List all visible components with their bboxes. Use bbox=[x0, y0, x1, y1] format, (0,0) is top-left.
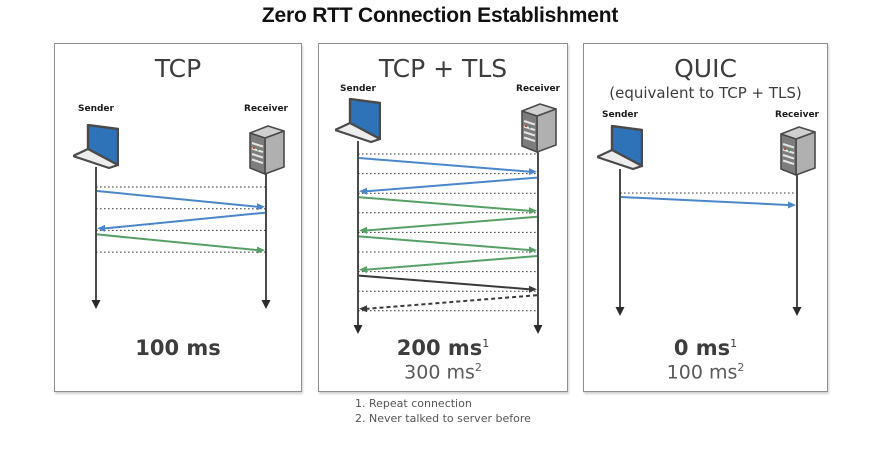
footnote-1: 1. Repeat connection bbox=[355, 397, 472, 410]
receiver-label: Receiver bbox=[516, 84, 560, 94]
message-arrowhead bbox=[257, 246, 265, 254]
message-arrowhead bbox=[788, 201, 796, 209]
footnotes: 1. Repeat connection 2. Never talked to … bbox=[355, 396, 531, 426]
message-arrow bbox=[96, 190, 258, 208]
message-arrowhead bbox=[529, 285, 537, 293]
message-arrow bbox=[358, 274, 530, 291]
sender-label: Sender bbox=[78, 104, 114, 114]
message-arrow bbox=[358, 196, 530, 212]
message-arrow bbox=[620, 196, 789, 206]
panel-tcp-tls: TCP + TLS Sender Receiver 200 m bbox=[318, 43, 568, 392]
panel-title: TCP + TLS bbox=[378, 54, 508, 83]
time-primary: 0 ms1 bbox=[673, 336, 738, 360]
message-arrowhead bbox=[359, 305, 367, 313]
laptop-icon bbox=[595, 124, 644, 171]
message-arrow bbox=[366, 255, 538, 271]
lifeline-arrowhead bbox=[353, 325, 363, 334]
lifeline-arrowhead bbox=[615, 307, 625, 316]
message-arrow bbox=[366, 294, 538, 310]
panel-title: QUIC bbox=[674, 54, 737, 83]
receiver-label: Receiver bbox=[244, 104, 288, 114]
time-primary: 200 ms1 bbox=[396, 336, 490, 360]
message-arrowhead bbox=[529, 246, 537, 254]
sender-label: Sender bbox=[602, 110, 638, 120]
message-arrow bbox=[104, 211, 266, 230]
message-arrowhead bbox=[359, 266, 367, 274]
laptop-icon bbox=[71, 123, 120, 170]
message-arrowhead bbox=[359, 187, 367, 195]
message-arrowhead bbox=[257, 203, 265, 211]
server-icon bbox=[248, 123, 286, 175]
time-secondary: 300 ms2 bbox=[404, 361, 482, 384]
message-arrowhead bbox=[359, 226, 367, 234]
time-secondary: 100 ms2 bbox=[666, 361, 745, 384]
receiver-label: Receiver bbox=[775, 110, 819, 120]
panel-tcp: TCP Sender Receiver 100 ms bbox=[54, 43, 302, 392]
message-arrowhead bbox=[97, 224, 105, 232]
message-arrowhead bbox=[529, 168, 537, 176]
figure-title: Zero RTT Connection Establishment bbox=[261, 4, 619, 27]
laptop-icon bbox=[333, 97, 382, 144]
panel-title: TCP bbox=[154, 54, 202, 83]
message-arrow bbox=[96, 233, 258, 252]
server-icon bbox=[520, 101, 558, 153]
time-primary: 100 ms bbox=[135, 336, 221, 360]
sender-label: Sender bbox=[340, 84, 376, 94]
panel-subtitle: (equivalent to TCP + TLS) bbox=[609, 84, 802, 102]
lifeline-arrowhead bbox=[91, 300, 101, 309]
server-icon bbox=[779, 124, 817, 176]
message-arrow bbox=[366, 215, 538, 232]
message-arrow bbox=[366, 176, 538, 193]
lifeline-arrowhead bbox=[261, 300, 271, 309]
panel-quic: QUIC (equivalent to TCP + TLS) Sender Re… bbox=[583, 43, 828, 392]
sequence-diagram bbox=[615, 169, 802, 316]
message-arrowhead bbox=[529, 207, 537, 215]
message-arrow bbox=[358, 157, 530, 173]
footnote-2: 2. Never talked to server before bbox=[355, 412, 531, 425]
sequence-diagram bbox=[353, 141, 543, 334]
message-arrow bbox=[358, 235, 530, 251]
lifeline-arrowhead bbox=[533, 325, 543, 334]
sequence-diagram bbox=[91, 167, 271, 309]
lifeline-arrowhead bbox=[792, 307, 802, 316]
